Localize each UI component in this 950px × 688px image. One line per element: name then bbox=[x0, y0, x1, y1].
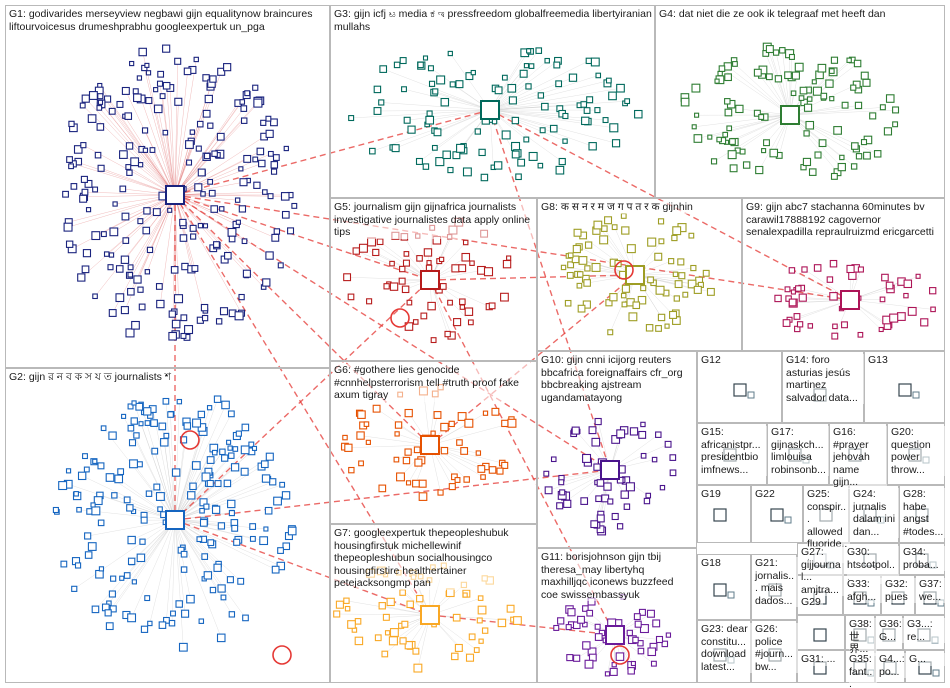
group-cell-g40[interactable]: G4...: po... bbox=[875, 650, 905, 683]
group-label-g15: G15: africanistpr... presidentbio imfnew… bbox=[701, 426, 767, 476]
group-label-g11: G11: borisjohnson gijn tbij theresa_may … bbox=[541, 551, 695, 601]
group-cell-g17[interactable]: G17: gijnaskch... limlouisa robinsonb... bbox=[767, 423, 829, 485]
group-label-g10: G10: gijn cnni icijorg reuters bbcafrica… bbox=[541, 354, 695, 404]
group-cell-g34[interactable]: G34: proba... bbox=[899, 543, 945, 575]
group-label-g9: G9: gijn abc7 stachanna 60minutes bv car… bbox=[746, 201, 944, 239]
group-label-g20: G20: question power throw... bbox=[891, 426, 945, 476]
group-label-g41: G... bbox=[909, 653, 945, 666]
group-label-g17: G17: gijnaskch... limlouisa robinsonb... bbox=[771, 426, 829, 476]
group-cell-g15[interactable]: G15: africanistpr... presidentbio imfnew… bbox=[697, 423, 767, 485]
group-label-g24: G24: jurnalis dalam ini dan... bbox=[853, 488, 899, 538]
group-label-g14: G14: foro asturias jesús martinez salvad… bbox=[786, 354, 864, 404]
group-cell-g30[interactable]: G30: htscotpol... bbox=[843, 543, 899, 575]
group-label-g36: G36: G... bbox=[879, 618, 905, 643]
group-cell-g21[interactable]: G21: jornalis... mais dados... bbox=[751, 554, 797, 620]
group-label-g26: G26: police #journ... bw... bbox=[755, 623, 798, 673]
group-label-g23: G23: dear constitu... download latest... bbox=[701, 623, 752, 673]
group-label-g3: G3: gijn icfj ಟ media ಕ ಇ pressfreedom g… bbox=[334, 8, 654, 33]
group-label-g13: G13 bbox=[868, 354, 890, 367]
group-cell-g18[interactable]: G18 bbox=[697, 554, 751, 620]
group-label-g31: G31: ... bbox=[801, 653, 837, 666]
group-cell-g16[interactable]: G16: #prayer jehovah name gijn... bbox=[829, 423, 887, 485]
group-label-g7: G7: googleexpertuk thepeopleshubuk housi… bbox=[334, 527, 536, 590]
group-cell-g4[interactable]: G4: dat niet die ze ook ik telegraaf met… bbox=[655, 5, 945, 198]
group-cell-g7[interactable]: G7: googleexpertuk thepeopleshubuk housi… bbox=[330, 524, 537, 683]
group-cell-g8[interactable]: G8: क स न र म ज ग प त र क gijnhin bbox=[537, 198, 742, 351]
group-cell-g41[interactable]: G... bbox=[905, 650, 945, 683]
group-cell-g33[interactable]: G33: afgh... bbox=[843, 575, 881, 615]
group-cell-g9[interactable]: G9: gijn abc7 stachanna 60minutes bv car… bbox=[742, 198, 945, 351]
group-cell-g12[interactable]: G12 bbox=[697, 351, 782, 423]
group-label-g2: G2: gijn র ন ব ক স য ত journalists শ bbox=[9, 371, 173, 384]
group-cell-g20[interactable]: G20: question power throw... bbox=[887, 423, 945, 485]
group-label-g22: G22 bbox=[755, 488, 777, 501]
group-label-g4: G4: dat niet die ze ook ik telegraaf met… bbox=[659, 8, 887, 21]
group-cell-g19[interactable]: G19 bbox=[697, 485, 751, 543]
group-label-g27: G27: gijjournal... amjtra... bbox=[801, 546, 844, 596]
group-cell-g32[interactable]: G32: pues bbox=[881, 575, 915, 615]
group-cell-g29b bbox=[797, 615, 845, 650]
group-label-g12: G12 bbox=[701, 354, 723, 367]
group-cell-g2[interactable]: G2: gijn র ন ব ক স য ত journalists শ bbox=[5, 368, 330, 683]
group-cell-g28[interactable]: G28: habe angst #todes... bbox=[899, 485, 945, 543]
group-label-g40: G4...: po... bbox=[879, 653, 907, 678]
group-cell-g31[interactable]: G31: ... bbox=[797, 650, 845, 683]
group-cell-g24[interactable]: G24: jurnalis dalam ini dan... bbox=[849, 485, 899, 543]
group-cell-g26[interactable]: G26: police #journ... bw... bbox=[751, 620, 797, 683]
group-label-g19: G19 bbox=[701, 488, 723, 501]
group-label-g5: G5: journalism gijn gijnafrica journalis… bbox=[334, 201, 536, 239]
group-label-g8: G8: क स न र म ज ग प त र क gijnhin bbox=[541, 201, 695, 214]
group-cell-g27[interactable]: G27: gijjournal... amjtra... bbox=[797, 543, 843, 575]
group-label-g16: G16: #prayer jehovah name gijn... bbox=[833, 426, 887, 489]
group-label-g33: G33: afgh... bbox=[847, 578, 883, 603]
group-label-g21: G21: jornalis... mais dados... bbox=[755, 557, 798, 607]
group-label-g28: G28: habe angst #todes... bbox=[903, 488, 946, 538]
group-cell-g3[interactable]: G3: gijn icfj ಟ media ಕ ಇ pressfreedom g… bbox=[330, 5, 655, 198]
group-cell-g13[interactable]: G13 bbox=[864, 351, 945, 423]
group-label-g38: G38: 世界... bbox=[849, 618, 877, 656]
group-label-g29: G29 bbox=[801, 596, 823, 609]
group-label-g32: G32: pues bbox=[885, 578, 917, 603]
group-cell-g10[interactable]: G10: gijn cnni icijorg reuters bbcafrica… bbox=[537, 351, 697, 548]
group-cell-g35[interactable]: G35: fant... bbox=[845, 650, 875, 683]
group-cell-g23[interactable]: G23: dear constitu... download latest... bbox=[697, 620, 751, 683]
group-cell-g39[interactable]: G3...: re... bbox=[903, 615, 945, 650]
group-cell-g11[interactable]: G11: borisjohnson gijn tbij theresa_may … bbox=[537, 548, 697, 683]
group-label-g37: G37: we... bbox=[919, 578, 947, 603]
group-cell-g22[interactable]: G22 bbox=[751, 485, 803, 543]
group-cell-g1[interactable]: G1: godivarides merseyview negbawi gijn … bbox=[5, 5, 330, 368]
group-cell-g14[interactable]: G14: foro asturias jesús martinez salvad… bbox=[782, 351, 864, 423]
group-label-g18: G18 bbox=[701, 557, 723, 570]
group-cell-g38[interactable]: G38: 世界... bbox=[845, 615, 875, 650]
group-cell-g5[interactable]: G5: journalism gijn gijnafrica journalis… bbox=[330, 198, 537, 361]
group-cell-g36[interactable]: G36: G... bbox=[875, 615, 903, 650]
group-label-g34: G34: proba... bbox=[903, 546, 946, 571]
group-cell-g25[interactable]: G25: conspir... allowed fluoride... bbox=[803, 485, 849, 543]
group-label-g6: G6: #gothere lies genocide #cnnhelpsterr… bbox=[334, 364, 536, 402]
group-label-g35: G35: fant... bbox=[849, 653, 877, 688]
group-label-g39: G3...: re... bbox=[907, 618, 945, 643]
group-label-g1: G1: godivarides merseyview negbawi gijn … bbox=[9, 8, 329, 33]
group-cell-g37[interactable]: G37: we... bbox=[915, 575, 945, 615]
group-cell-g6[interactable]: G6: #gothere lies genocide #cnnhelpsterr… bbox=[330, 361, 537, 524]
